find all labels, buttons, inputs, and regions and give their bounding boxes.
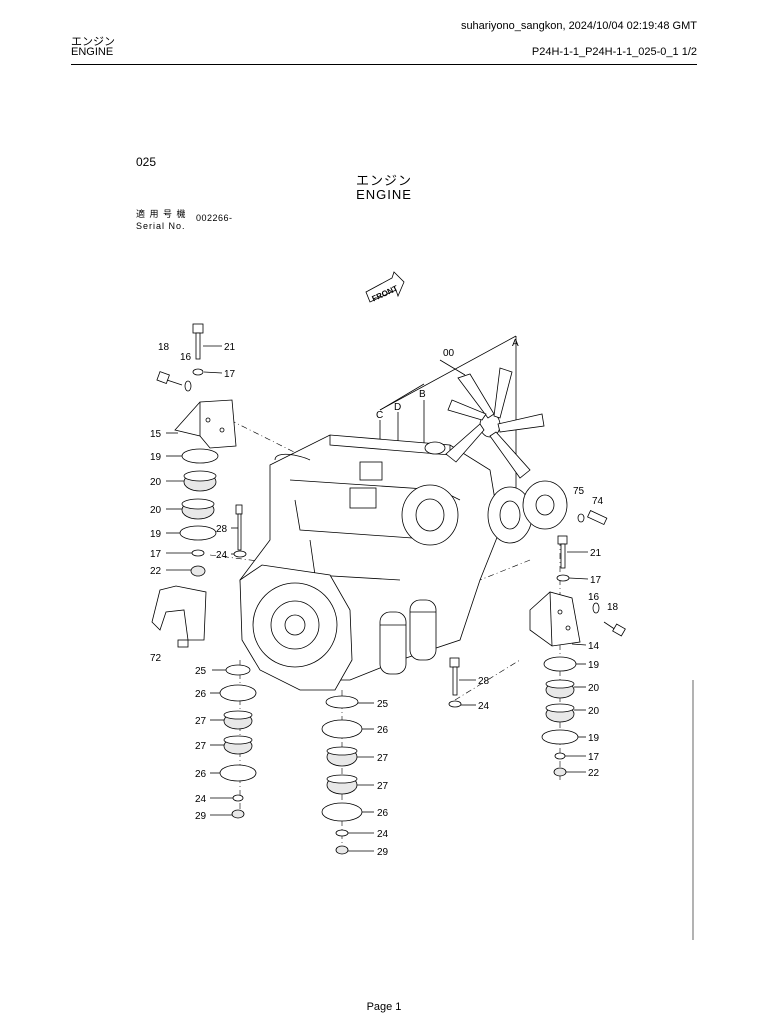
callout-24: 24 [478, 701, 490, 712]
callout-19: 19 [588, 733, 600, 744]
callout-25: 25 [195, 666, 207, 677]
callout-leaders [166, 345, 589, 852]
callout-B: B [419, 389, 426, 400]
callout-17: 17 [590, 575, 602, 586]
document-id: P24H-1-1_P24H-1-1_025-0_1 1/2 [531, 46, 697, 58]
callout-20: 20 [150, 477, 162, 488]
callout-17: 17 [224, 369, 236, 380]
callout-17: 17 [588, 752, 600, 763]
bracket-14 [529, 591, 581, 647]
callout-19: 19 [150, 452, 162, 463]
callout-26: 26 [195, 689, 207, 700]
callout-18: 18 [158, 342, 170, 353]
callout-22: 22 [150, 566, 162, 577]
callout-14: 14 [588, 641, 600, 652]
callout-26: 26 [377, 808, 389, 819]
callout-27: 27 [377, 753, 389, 764]
callout-19: 19 [150, 529, 162, 540]
callout-A: A [512, 338, 519, 349]
callout-22: 22 [588, 768, 600, 779]
callout-21: 21 [224, 342, 236, 353]
header-title-en: ENGINE [71, 46, 114, 58]
callout-D: D [394, 402, 401, 413]
engine-assembly [239, 434, 568, 691]
print-meta: suhariyono_sangkon, 2024/10/04 02:19:48 … [460, 20, 697, 32]
callout-16: 16 [588, 592, 600, 603]
callout-20: 20 [150, 505, 162, 516]
section-title-en: ENGINE [356, 187, 412, 202]
page-number: Page 1 [366, 1001, 402, 1013]
callout-17: 17 [150, 549, 162, 560]
callout-28: 28 [216, 524, 228, 535]
washer-16-right [592, 602, 600, 614]
callout-25: 25 [377, 699, 389, 710]
mount-stack-left [179, 448, 247, 577]
bolt-28-center [448, 657, 462, 708]
section-title-jp: エンジン [355, 173, 412, 188]
callout-21: 21 [590, 548, 602, 559]
callout-labels: 21 18 16 17 15 19 20 20 19 28 17 24 22 7… [150, 338, 619, 858]
callout-26: 26 [195, 769, 207, 780]
cooling-fan [445, 367, 545, 479]
bolt-21-right [556, 535, 570, 582]
callout-00: 00 [443, 348, 455, 359]
bolt-18-right [603, 621, 626, 637]
callout-74: 74 [592, 496, 604, 507]
serial-value: 002266- [196, 213, 233, 223]
mount-stack-center [321, 695, 363, 855]
serial-label-en: Serial No. [136, 221, 186, 231]
callout-26: 26 [377, 725, 389, 736]
callout-29: 29 [377, 847, 389, 858]
callout-75: 75 [573, 486, 585, 497]
serial-label-jp: 適 用 号 機 [136, 209, 187, 219]
callout-15: 15 [150, 429, 162, 440]
header-title-jp: エンジン [71, 36, 115, 48]
front-arrow-icon: FRONT [365, 271, 405, 303]
callout-27: 27 [195, 741, 207, 752]
callout-27: 27 [377, 781, 389, 792]
callout-19: 19 [588, 660, 600, 671]
section-number: 025 [136, 155, 157, 169]
bracket-72 [151, 585, 207, 648]
bolt-21-left [192, 323, 204, 360]
bolt-18-left [156, 371, 183, 386]
callout-20: 20 [588, 683, 600, 694]
callout-20: 20 [588, 706, 600, 717]
callout-C: C [376, 410, 383, 421]
callout-28: 28 [478, 676, 490, 687]
callout-29: 29 [195, 811, 207, 822]
mount-stack-lower-left [219, 664, 257, 819]
fitting-75-74 [577, 510, 608, 526]
mount-stack-right [541, 656, 579, 777]
washer-17-left [192, 368, 204, 376]
bracket-15 [174, 399, 237, 449]
callout-24: 24 [195, 794, 207, 805]
callout-16: 16 [180, 352, 192, 363]
callout-18: 18 [607, 602, 619, 613]
callout-27: 27 [195, 716, 207, 727]
callout-24: 24 [216, 550, 228, 561]
callout-24: 24 [377, 829, 389, 840]
serial-label: 適 用 号 機 Serial No. [136, 208, 187, 232]
callout-72: 72 [150, 653, 162, 664]
washer-16-left [184, 380, 192, 392]
header-divider [71, 64, 697, 65]
